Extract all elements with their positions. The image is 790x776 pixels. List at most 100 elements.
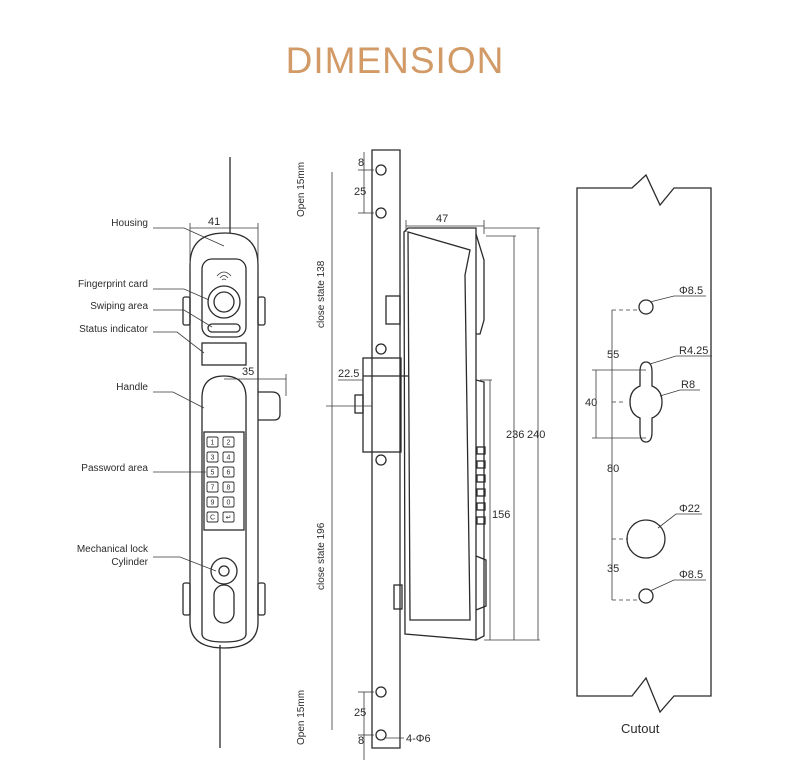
leader-handle — [153, 391, 205, 409]
callout-cylinder: Cylinder — [111, 557, 148, 568]
keypad-key-label: 0 — [227, 500, 231, 507]
hole-mid-top — [375, 343, 387, 355]
handle-lever — [258, 391, 281, 421]
keypad-key-label: 1 — [211, 440, 215, 447]
callout-handle: Handle — [116, 382, 148, 393]
label-phi-8-5-bottom: Φ8.5 — [679, 569, 703, 581]
key-bump — [476, 446, 486, 455]
leader-phi-8-5-bottom — [649, 579, 706, 592]
dim-240: 240 — [527, 429, 545, 441]
keypad-key-label: 8 — [227, 485, 231, 492]
keypad-key — [222, 481, 235, 493]
keypad-key-label: C — [210, 515, 215, 522]
right-tab-bottom — [257, 582, 266, 616]
keypad-key-label: 2 — [227, 440, 231, 447]
left-tab-top — [182, 296, 191, 326]
keypad-key-label: 7 — [211, 485, 215, 492]
leader-cylinder — [153, 556, 217, 572]
dim-41-label: 41 — [208, 216, 220, 228]
open-15mm-top: Open 15mm — [296, 162, 307, 217]
callout-status-indicator: Status indicator — [79, 324, 149, 335]
callout-password-area: Password area — [81, 463, 148, 474]
keypad-key-label: 4 — [227, 455, 231, 462]
hole-top-2 — [375, 207, 387, 219]
fingerprint-ring — [207, 285, 241, 319]
page-title: DIMENSION — [285, 40, 505, 81]
keypad-key — [206, 436, 219, 448]
label-phi-8-5-top: Φ8.5 — [679, 285, 703, 297]
mounting-plate — [371, 149, 401, 749]
latch-tongue — [354, 394, 364, 414]
hole-bottom-1 — [375, 686, 387, 698]
keypad-key-label: 6 — [227, 470, 231, 477]
body-back — [403, 227, 477, 641]
leader-status — [153, 331, 205, 354]
left-tab-bottom — [182, 582, 191, 616]
keypad-key — [206, 466, 219, 478]
cutout-keyhole — [629, 361, 663, 443]
callout-housing: Housing — [111, 218, 148, 229]
cylinder-profile — [475, 555, 487, 611]
dim-22-5: 22.5 — [338, 368, 359, 380]
callout-mechanical-lock: Mechanical lock — [77, 544, 149, 555]
dim-top-8: 8 — [358, 157, 364, 169]
keypad-key — [206, 451, 219, 463]
cutout-hole-22 — [626, 519, 666, 559]
dim-top-25: 25 — [354, 186, 366, 198]
key-bump — [476, 502, 486, 511]
callout-fingerprint-card: Fingerprint card — [78, 279, 148, 290]
leader-housing — [153, 227, 225, 247]
dim-bottom-25: 25 — [354, 707, 366, 719]
keypad-key-label: ↵ — [226, 515, 232, 522]
keypad-key — [222, 436, 235, 448]
dim-80: 80 — [607, 463, 619, 475]
cutout-plate — [576, 173, 712, 714]
keypad-key — [206, 481, 219, 493]
leader-swiping — [153, 309, 213, 328]
close-state-138: close state 138 — [316, 260, 327, 328]
key-bump — [476, 516, 486, 525]
keypad-profile — [476, 446, 486, 525]
fingerprint-sensor — [213, 291, 235, 313]
keypad-key — [222, 496, 235, 508]
wifi-icon — [216, 271, 232, 281]
dim-bottom-8: 8 — [358, 735, 364, 747]
keyhole — [218, 565, 230, 577]
callout-swiping-area: Swiping area — [90, 301, 148, 312]
status-indicator-box — [201, 342, 247, 366]
hole-mid-bottom — [375, 454, 387, 466]
lock-cylinder — [210, 557, 238, 585]
leader-r-8 — [659, 389, 700, 397]
dim-35: 35 — [607, 563, 619, 575]
dim-236: 236 — [506, 429, 524, 441]
handle-profile — [475, 379, 485, 641]
key-bump — [476, 474, 486, 483]
latch-block — [362, 357, 402, 453]
dim-55: 55 — [607, 349, 619, 361]
fingerprint-bulge — [475, 233, 485, 335]
keypad-frame — [203, 431, 245, 531]
close-state-196: close state 196 — [316, 522, 327, 590]
label-r-8: R8 — [681, 379, 695, 391]
dim-40: 40 — [585, 397, 597, 409]
key-bump — [476, 460, 486, 469]
body-front — [407, 231, 471, 621]
leader-fingerprint — [153, 288, 210, 301]
hole-top-1 — [375, 164, 387, 176]
keypad-key-label: 9 — [211, 500, 215, 507]
cylinder-slot — [213, 584, 235, 624]
dim-holes: 4-Φ6 — [406, 733, 431, 745]
keypad-key — [206, 511, 219, 523]
right-tab-top — [257, 296, 266, 326]
dim-156: 156 — [492, 509, 510, 521]
side-view: Open 15mm close state 138 close state 19… — [296, 149, 545, 760]
dim-35-label: 35 — [242, 366, 254, 378]
label-r-4-25: R4.25 — [679, 345, 708, 357]
keypad-key-label: 3 — [211, 455, 215, 462]
swiping-slot — [207, 323, 241, 333]
keypad-key — [222, 511, 235, 523]
fingerprint-module — [201, 258, 247, 338]
leader-r-4-25 — [649, 355, 712, 365]
